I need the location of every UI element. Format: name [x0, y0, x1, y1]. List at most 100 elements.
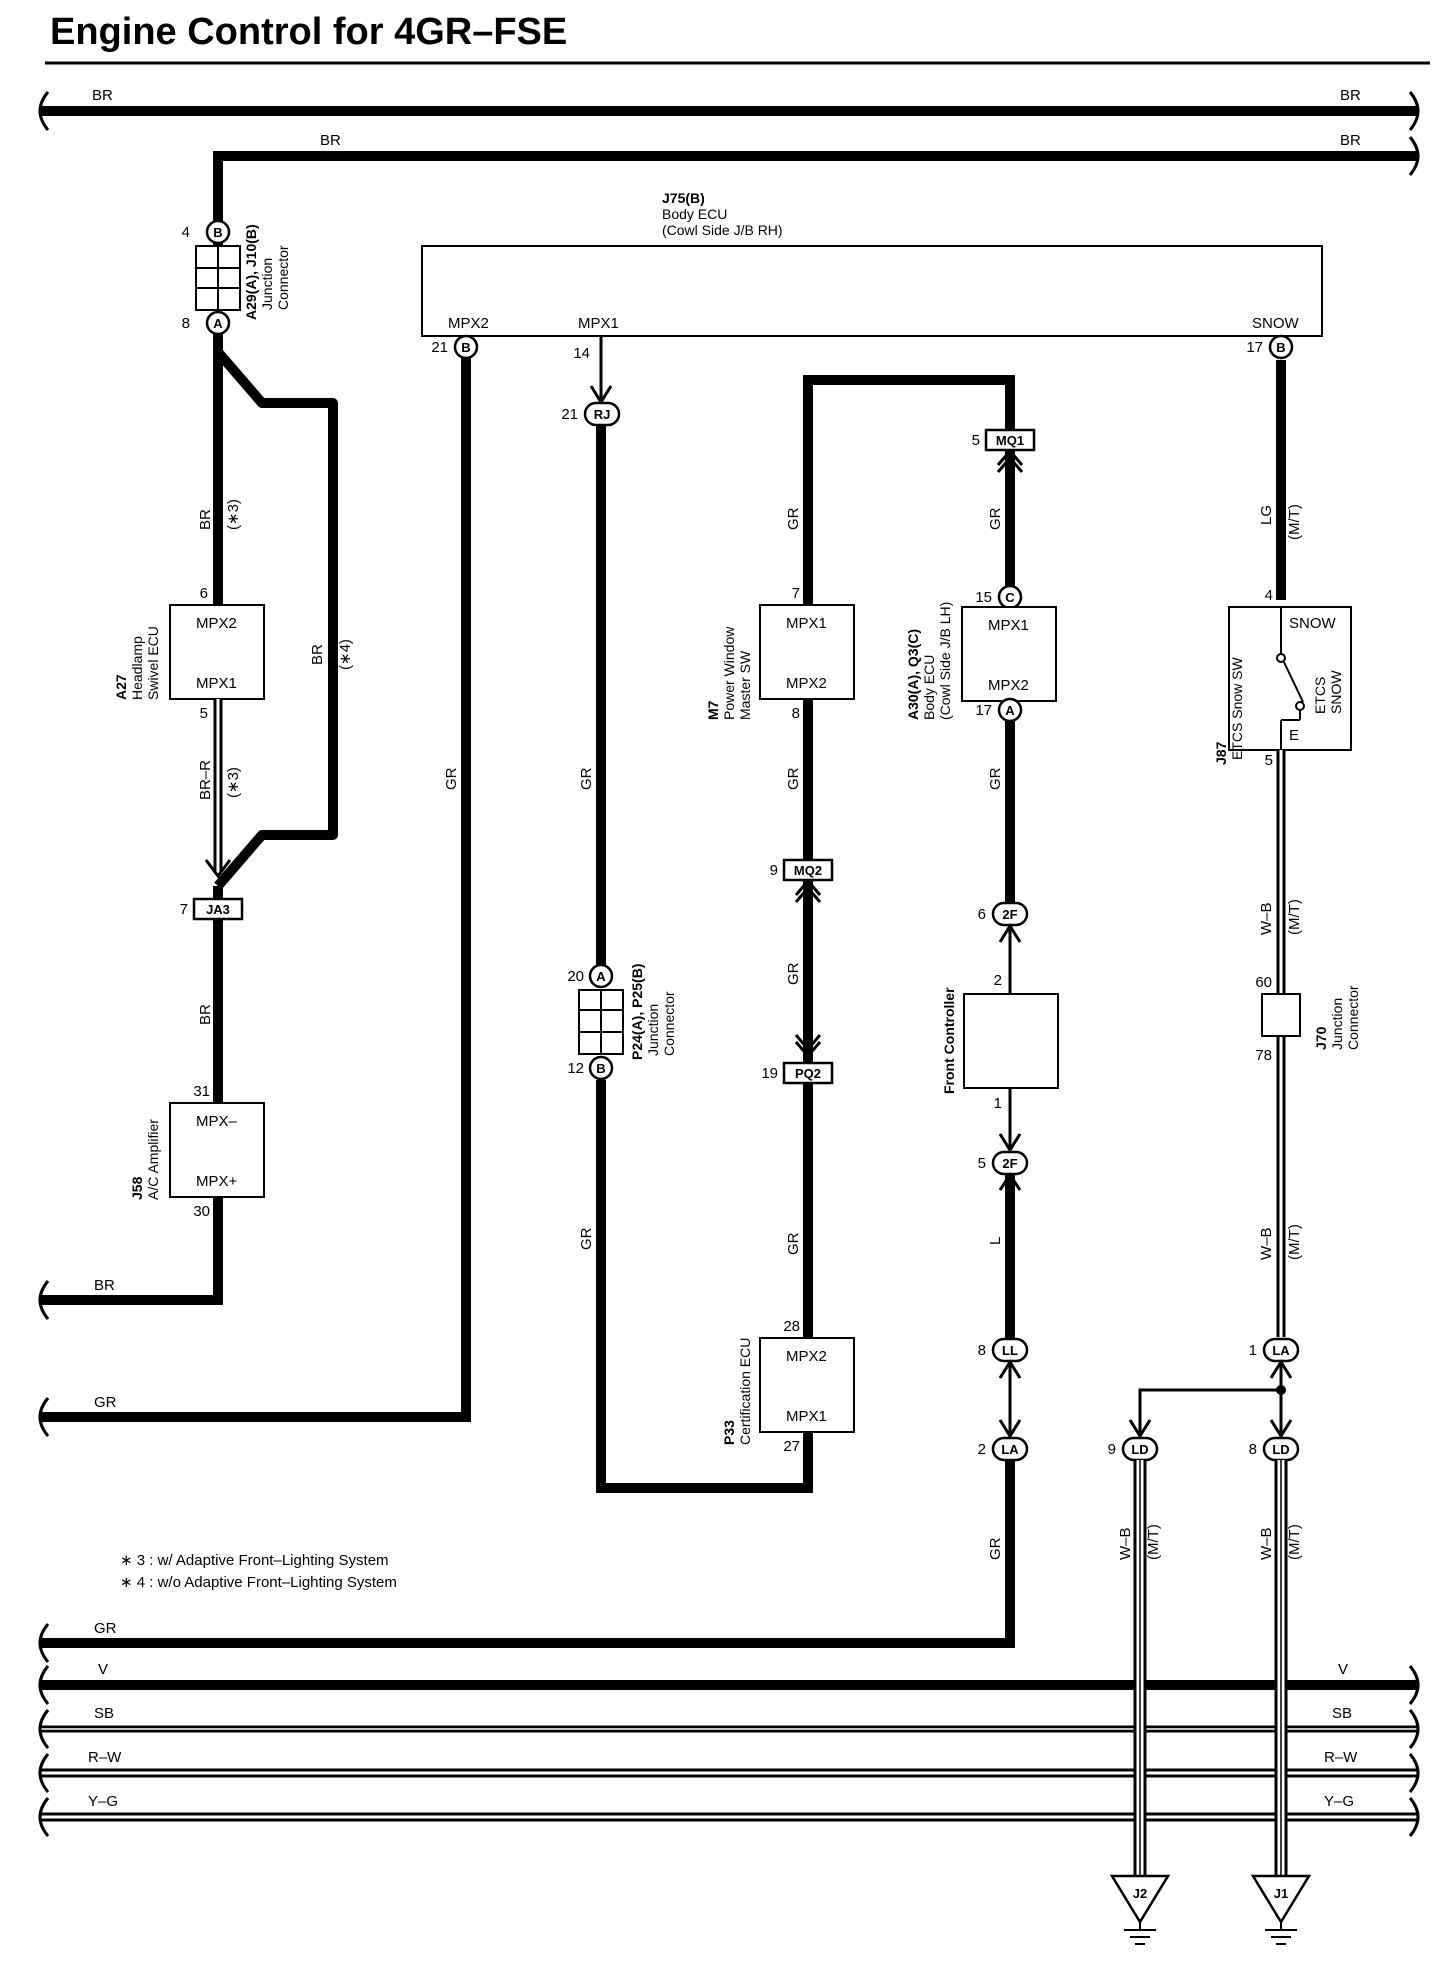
- wire-brr-a27-ja3: [204, 699, 232, 879]
- j87-name: ETCS Snow SW: [1229, 657, 1245, 760]
- rj-tag: RJ: [594, 407, 611, 422]
- wire-mark-br-a27: (∗3): [225, 499, 242, 530]
- j58-pin-bottom: 30: [193, 1203, 210, 1220]
- p24-pin-top: 20: [567, 968, 584, 985]
- j70-name-2: Connector: [1345, 985, 1361, 1050]
- a29-code: A29(A), J10(B): [243, 224, 259, 320]
- wire-label-gr-bottom: GR: [94, 1620, 117, 1637]
- p33-pin-bottom: 27: [783, 1438, 800, 1455]
- wire-label-rw-right: R–W: [1324, 1749, 1358, 1766]
- a29-pin-bottom: 8: [182, 315, 190, 332]
- a30-pin-bottom: 17: [975, 702, 992, 719]
- rj-connector: [583, 401, 621, 427]
- j87-inner-2: SNOW: [1328, 670, 1344, 714]
- m7-power-window-switch: [759, 604, 855, 700]
- a29-tag-top: [205, 219, 231, 245]
- p24-tag-top-letter: A: [596, 969, 606, 984]
- ll-tag: LL: [1002, 1343, 1018, 1358]
- a30-name-1: Body ECU: [921, 655, 937, 720]
- wire-label-sb-right: SB: [1332, 1705, 1352, 1722]
- mq1-tag: MQ1: [996, 433, 1024, 448]
- ld8-tag: LD: [1272, 1442, 1289, 1457]
- body-ecu-tag-snow: [1268, 334, 1294, 360]
- a27-headlamp-ecu: [169, 604, 265, 700]
- wire-label-br-a27: BR: [197, 509, 214, 530]
- body-ecu-pin-mpx2: 21: [431, 339, 448, 356]
- body-ecu-port-snow: SNOW: [1252, 315, 1300, 332]
- p24-name-1: Junction: [645, 1004, 661, 1056]
- wire-label-v-right: V: [1338, 1661, 1348, 1678]
- a30-tag-bottom-letter: A: [1005, 703, 1015, 718]
- body-ecu-port-mpx2: MPX2: [448, 315, 489, 332]
- body-ecu-port-mpx1: MPX1: [578, 315, 619, 332]
- ground-j2-symbol: [1109, 1874, 1171, 1945]
- j58-port-bottom: MPX+: [196, 1173, 238, 1190]
- m7-pin-top: 7: [792, 585, 800, 602]
- a30-code: A30(A), Q3(C): [905, 629, 921, 720]
- wire-v-bus: [38, 1665, 1420, 1705]
- body-ecu-tag-snow-letter: B: [1276, 340, 1285, 355]
- ld9-tag: LD: [1131, 1442, 1148, 1457]
- wire-label-gr-rj: GR: [578, 767, 595, 790]
- wire-label-br-top-left: BR: [92, 87, 113, 104]
- wire-gr-la-bottom: [38, 1460, 1015, 1663]
- wire-mark-wb-ld8: (M/T): [1286, 1524, 1303, 1560]
- j58-code: J58: [129, 1176, 145, 1200]
- ja3-tag: JA3: [206, 902, 230, 917]
- j70-code: J70: [1313, 1026, 1329, 1050]
- wire-label-br-ja3: BR: [197, 1004, 214, 1025]
- ground-j1-symbol: [1250, 1874, 1312, 1945]
- wire-label-v-left: V: [98, 1661, 108, 1678]
- p24-code: P24(A), P25(B): [629, 964, 645, 1060]
- m7-name-1: Power Window: [721, 626, 737, 720]
- wire-label-wb-j70: W–B: [1258, 1227, 1275, 1260]
- a29-j10-connector: [195, 245, 241, 311]
- la-lower-tag: LA: [1001, 1442, 1019, 1457]
- a29-tag-bottom-letter: A: [213, 316, 223, 331]
- mq2-tag: MQ2: [794, 863, 822, 878]
- j87-code: J87: [1213, 741, 1229, 765]
- a27-port-bottom: MPX1: [196, 675, 237, 692]
- la-lower-pin: 2: [978, 1441, 986, 1458]
- wire-mark-lg: (M/T): [1286, 504, 1303, 540]
- mq1-pin: 5: [972, 432, 980, 449]
- p33-pin-top: 28: [783, 1318, 800, 1335]
- ld9-pin: 9: [1108, 1441, 1116, 1458]
- wire-label-gr-mpx2: GR: [443, 767, 460, 790]
- wire-label-brr: BR–R: [197, 760, 214, 800]
- a30-name-2: (Cowl Side J/B LH): [937, 602, 953, 720]
- p24-tag-bottom-letter: B: [596, 1061, 605, 1076]
- front-controller-name: Front Controller: [941, 987, 957, 1094]
- arrow-2f-lower: [998, 1172, 1022, 1191]
- wire-label-yg-right: Y–G: [1324, 1793, 1354, 1810]
- wire-split-ld: [1128, 1361, 1293, 1439]
- front-controller: [963, 993, 1059, 1089]
- j70-junction-connector: [1261, 993, 1301, 1037]
- a30-port-top: MPX1: [988, 617, 1029, 634]
- arrow-ll: [998, 1359, 1022, 1379]
- wire-br-bypass: [214, 348, 338, 890]
- arrow-la-lower: [998, 1419, 1022, 1439]
- wire-gr-p25-p33: [596, 1080, 813, 1493]
- wire-label-gr-q3-bottom: GR: [987, 767, 1004, 790]
- p33-port-bottom: MPX1: [786, 1408, 827, 1425]
- wire-label-yg-left: Y–G: [88, 1793, 118, 1810]
- p33-name: Certification ECU: [737, 1338, 753, 1445]
- j87-inner-1: ETCS: [1312, 677, 1328, 714]
- ll-pin: 8: [978, 1342, 986, 1359]
- wire-label-gr-p25: GR: [578, 1227, 595, 1250]
- wire-label-gr-m7-top: GR: [785, 507, 802, 530]
- j87-port-snow: SNOW: [1289, 615, 1337, 632]
- m7-code: M7: [705, 700, 721, 720]
- p33-port-top: MPX2: [786, 1348, 827, 1365]
- a27-pin-top: 6: [200, 585, 208, 602]
- ground-j2-label: J2: [1133, 1886, 1147, 1901]
- wire-br-top: [38, 91, 1420, 131]
- p24-tag-top: [588, 963, 614, 989]
- p24-pin-bottom: 12: [567, 1060, 584, 1077]
- mq2-pin: 9: [770, 862, 778, 879]
- connector-2f-upper-tag: 2F: [1002, 907, 1017, 922]
- wire-gr-m7-mq1: [803, 375, 1015, 605]
- footnote-4: ∗ 4 : w/o Adaptive Front–Lighting System: [120, 1574, 397, 1591]
- body-ecu-location: (Cowl Side J/B RH): [662, 222, 783, 238]
